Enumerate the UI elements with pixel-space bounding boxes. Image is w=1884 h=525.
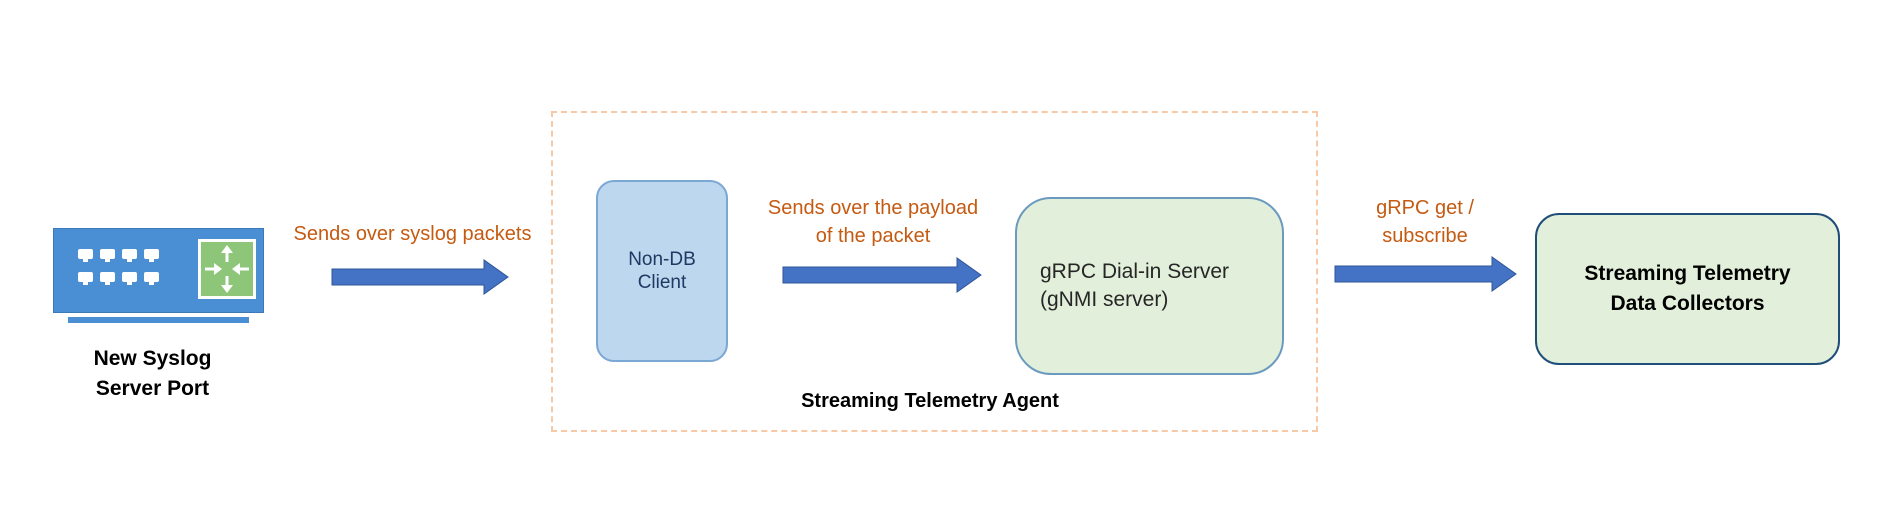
- grpc-label-line1: gRPC get /: [1376, 197, 1474, 219]
- source-label: New Syslog Server Port: [50, 344, 255, 404]
- server-label-line2: (gNMI server): [1040, 288, 1169, 311]
- payload-label-line1: Sends over the payload: [767, 197, 979, 219]
- payload-edge-label: Sends over the payload of the packet: [748, 194, 998, 250]
- switch-port-icon: [100, 272, 115, 285]
- grpc-dial-in-server-box: gRPC Dial-in Server (gNMI server): [1015, 197, 1284, 375]
- switch-port-icon: [100, 249, 115, 262]
- switch-base: [68, 317, 249, 323]
- collectors-label-line2: Data Collectors: [1610, 292, 1765, 315]
- streaming-telemetry-agent-frame: [551, 111, 1318, 432]
- agent-title: Streaming Telemetry Agent: [801, 390, 1059, 412]
- grpc-arrow: [1334, 256, 1517, 292]
- switch-port-icon: [144, 272, 159, 285]
- source-label-line2: Server Port: [95, 377, 210, 400]
- payload-arrow: [782, 257, 982, 293]
- collectors-label-line1: Streaming Telemetry: [1584, 262, 1791, 285]
- non-db-client-box: Non-DB Client: [596, 180, 728, 362]
- syslog-edge-label: Sends over syslog packets: [293, 223, 532, 245]
- payload-label-line2: of the packet: [815, 225, 931, 247]
- client-label-line2: Client: [637, 272, 687, 293]
- switch-port-icon: [78, 272, 93, 285]
- syslog-arrow: [331, 259, 509, 295]
- grpc-label-line2: subscribe: [1382, 225, 1468, 247]
- routing-arrows-icon: [198, 239, 256, 299]
- server-label-line1: gRPC Dial-in Server: [1040, 260, 1230, 283]
- source-label-line1: New Syslog: [93, 347, 212, 370]
- data-collectors-box: Streaming Telemetry Data Collectors: [1535, 213, 1840, 365]
- switch-port-icon: [122, 249, 137, 262]
- switch-port-icon: [144, 249, 159, 262]
- grpc-edge-label: gRPC get / subscribe: [1345, 194, 1505, 250]
- switch-port-icon: [78, 249, 93, 262]
- client-label-line1: Non-DB: [628, 249, 696, 270]
- switch-port-icon: [122, 272, 137, 285]
- network-switch-icon: [53, 228, 264, 313]
